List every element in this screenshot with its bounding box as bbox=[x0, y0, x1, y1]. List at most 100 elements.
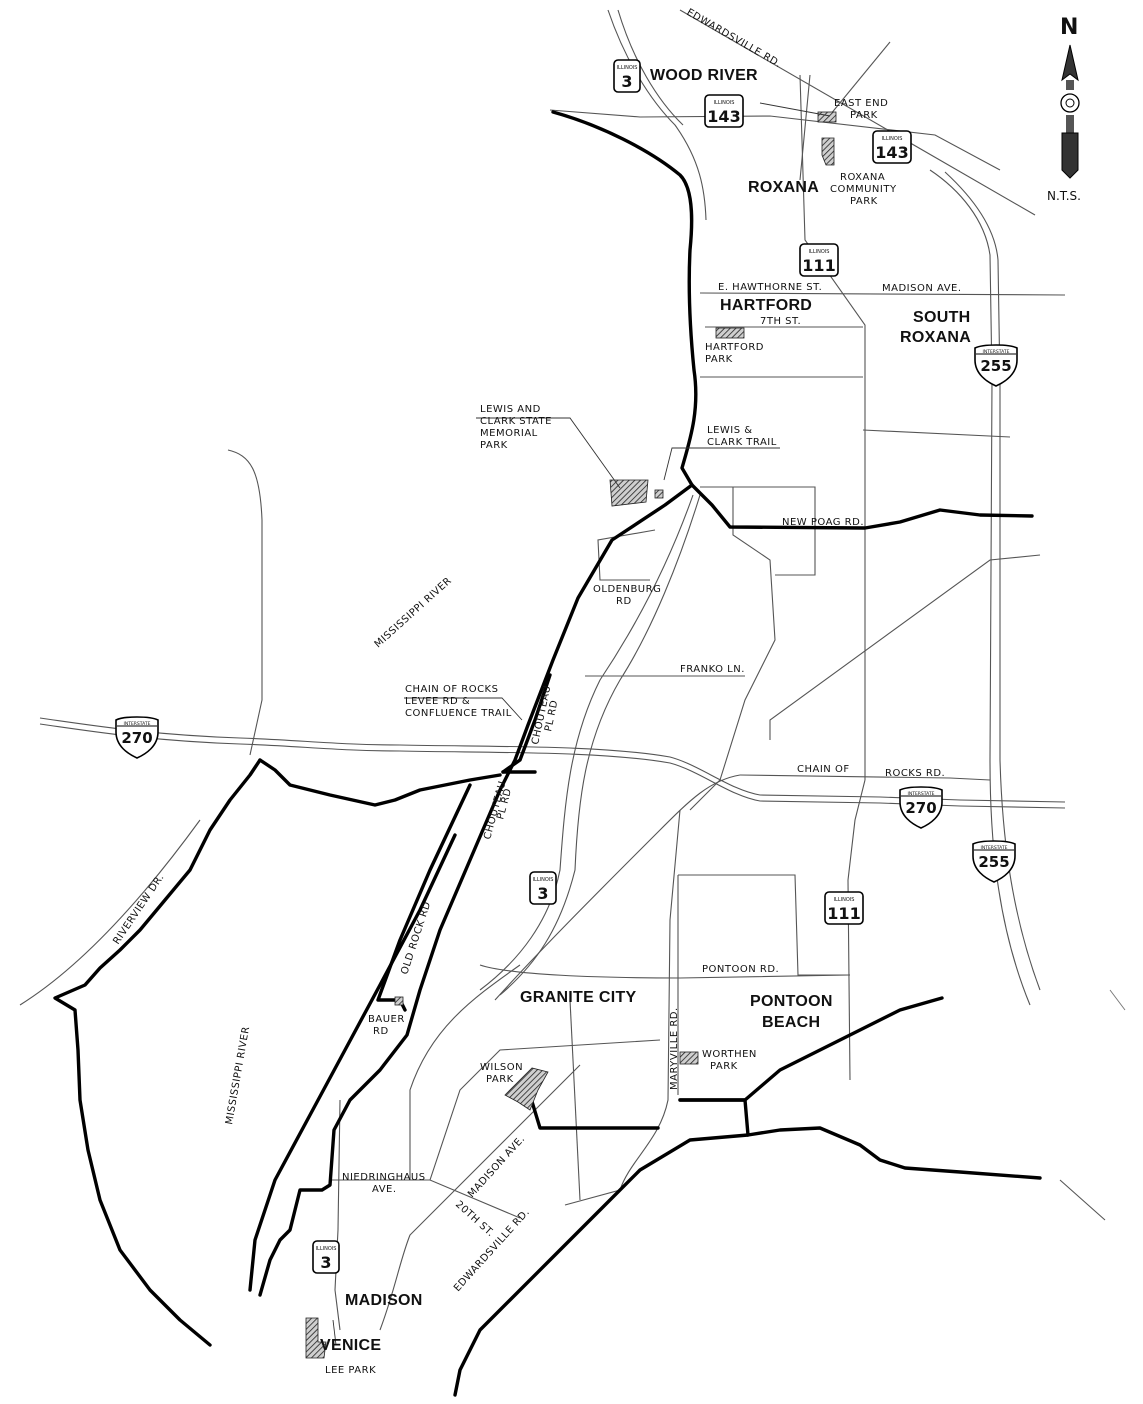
label-chain-of-rocks-trail-2: LEVEE RD & bbox=[405, 696, 470, 707]
worthen-park-area bbox=[679, 1051, 699, 1065]
label-franko-ln: FRANKO LN. bbox=[680, 664, 745, 675]
label-oldenburg-rd-line1: OLDENBURG bbox=[593, 584, 661, 595]
north-arrow: N N.T.S. bbox=[1047, 15, 1081, 203]
svg-text:270: 270 bbox=[905, 799, 936, 817]
town-pontoon-beach-line1: PONTOON bbox=[750, 993, 833, 1010]
label-e-hawthorne-st: E. HAWTHORNE ST. bbox=[718, 282, 822, 293]
bauer-building bbox=[394, 996, 404, 1006]
label-lewis-clark-state-park-2: CLARK STATE bbox=[480, 416, 552, 427]
label-chain-of-rocks-trail-1: CHAIN OF ROCKS bbox=[405, 684, 498, 695]
water-labels: MISSISSIPPI RIVER MISSISSIPPI RIVER bbox=[224, 575, 454, 1125]
label-bauer-rd-line1: BAUER bbox=[368, 1014, 405, 1025]
town-wood-river: WOOD RIVER bbox=[650, 67, 758, 84]
town-granite-city: GRANITE CITY bbox=[520, 989, 637, 1006]
label-lewis-clark-trail-2: CLARK TRAIL bbox=[707, 437, 777, 448]
svg-text:ILLINOIS: ILLINOIS bbox=[809, 249, 830, 255]
svg-text:111: 111 bbox=[827, 904, 860, 923]
svg-text:143: 143 bbox=[875, 143, 908, 162]
label-chain-of-rocks-trail-3: CONFLUENCE TRAIL bbox=[405, 708, 512, 719]
label-edwardsville-rd-south: EDWARDSVILLE RD. bbox=[452, 1207, 532, 1294]
label-hartford-park-1: HARTFORD bbox=[705, 342, 764, 353]
wilson-park-area bbox=[504, 1067, 549, 1111]
lewis-clark-state-park-area bbox=[609, 479, 649, 507]
town-hartford: HARTFORD bbox=[720, 297, 812, 314]
lee-park-area bbox=[305, 1317, 327, 1359]
svg-text:INTERSTATE: INTERSTATE bbox=[981, 845, 1008, 851]
svg-text:ILLINOIS: ILLINOIS bbox=[316, 1246, 337, 1252]
shield-il-143-east: ILLINOIS 143 bbox=[872, 130, 912, 164]
label-lewis-clark-state-park-1: LEWIS AND bbox=[480, 404, 541, 415]
road-network bbox=[19, 9, 1126, 1331]
parks bbox=[305, 111, 837, 1359]
label-wilson-park-2: PARK bbox=[486, 1074, 514, 1085]
label-roxana-community-park-1: ROXANA bbox=[840, 172, 885, 183]
svg-text:255: 255 bbox=[978, 853, 1009, 871]
label-east-end-park-1: EAST END bbox=[834, 98, 888, 109]
label-mississippi-river-upper: MISSISSIPPI RIVER bbox=[373, 575, 454, 650]
hartford-park-area bbox=[715, 327, 745, 339]
scale-note: N.T.S. bbox=[1047, 189, 1081, 203]
roxana-community-park-area bbox=[821, 137, 835, 166]
town-madison: MADISON bbox=[345, 1292, 423, 1309]
town-roxana: ROXANA bbox=[748, 179, 819, 196]
svg-text:143: 143 bbox=[707, 107, 740, 126]
label-lewis-clark-state-park-4: PARK bbox=[480, 440, 508, 451]
svg-text:INTERSTATE: INTERSTATE bbox=[124, 721, 151, 727]
park-labels: EAST END PARK ROXANA COMMUNITY PARK HART… bbox=[325, 98, 897, 1376]
shield-i-270-west: INTERSTATE 270 bbox=[115, 716, 159, 759]
town-south-roxana-line1: SOUTH bbox=[913, 309, 971, 326]
shield-il-111-north: ILLINOIS 111 bbox=[799, 243, 839, 277]
north-arrow-seal bbox=[1060, 93, 1080, 113]
town-labels: WOOD RIVER ROXANA HARTFORD SOUTH ROXANA … bbox=[320, 67, 971, 1354]
svg-text:INTERSTATE: INTERSTATE bbox=[908, 791, 935, 797]
label-east-end-park-2: PARK bbox=[850, 110, 878, 121]
label-mississippi-river-lower: MISSISSIPPI RIVER bbox=[224, 1026, 252, 1126]
label-niedringhaus-ave-line2: AVE. bbox=[372, 1184, 397, 1195]
svg-text:270: 270 bbox=[121, 729, 152, 747]
svg-text:255: 255 bbox=[980, 357, 1011, 375]
label-7th-st: 7TH ST. bbox=[760, 316, 801, 327]
shield-il-3-south: ILLINOIS 3 bbox=[312, 1240, 340, 1274]
label-roxana-community-park-3: PARK bbox=[850, 196, 878, 207]
east-end-park-area bbox=[817, 111, 837, 123]
north-arrow-letter: N bbox=[1060, 15, 1078, 40]
label-pontoon-rd: PONTOON RD. bbox=[702, 964, 779, 975]
town-south-roxana-line2: ROXANA bbox=[900, 329, 971, 346]
label-lewis-clark-state-park-3: MEMORIAL bbox=[480, 428, 538, 439]
town-pontoon-beach-line2: BEACH bbox=[762, 1014, 820, 1031]
label-worthen-park-1: WORTHEN bbox=[702, 1049, 757, 1060]
label-madison-ave-south: MADISON AVE. bbox=[466, 1134, 527, 1200]
label-lewis-clark-trail-1: LEWIS & bbox=[707, 425, 753, 436]
north-arrow-shaft-top bbox=[1066, 80, 1074, 90]
svg-text:ILLINOIS: ILLINOIS bbox=[714, 100, 735, 106]
label-chain-of-rocks-rd-2: ROCKS RD. bbox=[885, 768, 945, 779]
label-oldenburg-rd-line2: RD bbox=[616, 596, 632, 607]
shield-il-3-north: ILLINOIS 3 bbox=[613, 59, 641, 93]
north-arrow-tail bbox=[1061, 132, 1079, 179]
label-chain-of-rocks-rd-1: CHAIN OF bbox=[797, 764, 850, 775]
label-wilson-park-1: WILSON bbox=[480, 1062, 523, 1073]
shield-i-270-east: INTERSTATE 270 bbox=[899, 786, 943, 829]
svg-text:ILLINOIS: ILLINOIS bbox=[533, 877, 554, 883]
label-madison-ave-north: MADISON AVE. bbox=[882, 283, 962, 294]
svg-text:3: 3 bbox=[320, 1253, 331, 1272]
shield-i-255-north: INTERSTATE 255 bbox=[974, 344, 1018, 387]
svg-text:INTERSTATE: INTERSTATE bbox=[983, 349, 1010, 355]
svg-text:111: 111 bbox=[802, 256, 835, 275]
lewis-clark-building bbox=[654, 489, 664, 499]
north-arrow-shaft-bottom bbox=[1066, 115, 1074, 133]
label-niedringhaus-ave-line1: NIEDRINGHAUS bbox=[342, 1172, 426, 1183]
shield-il-111-south: ILLINOIS 111 bbox=[824, 891, 864, 925]
label-new-poag-rd: NEW POAG RD. bbox=[782, 517, 864, 528]
label-worthen-park-2: PARK bbox=[710, 1061, 738, 1072]
north-arrow-head bbox=[1061, 44, 1079, 82]
town-venice: VENICE bbox=[320, 1337, 381, 1354]
svg-text:ILLINOIS: ILLINOIS bbox=[834, 897, 855, 903]
label-lee-park: LEE PARK bbox=[325, 1365, 376, 1376]
label-bauer-rd-line2: RD bbox=[373, 1026, 389, 1037]
svg-text:ILLINOIS: ILLINOIS bbox=[882, 136, 903, 142]
label-roxana-community-park-2: COMMUNITY bbox=[830, 184, 897, 195]
label-edwardsville-rd-north: EDWARDSVILLE RD. bbox=[685, 7, 784, 70]
label-hartford-park-2: PARK bbox=[705, 354, 733, 365]
label-maryville-rd: MARYVILLE RD. bbox=[669, 1007, 680, 1090]
